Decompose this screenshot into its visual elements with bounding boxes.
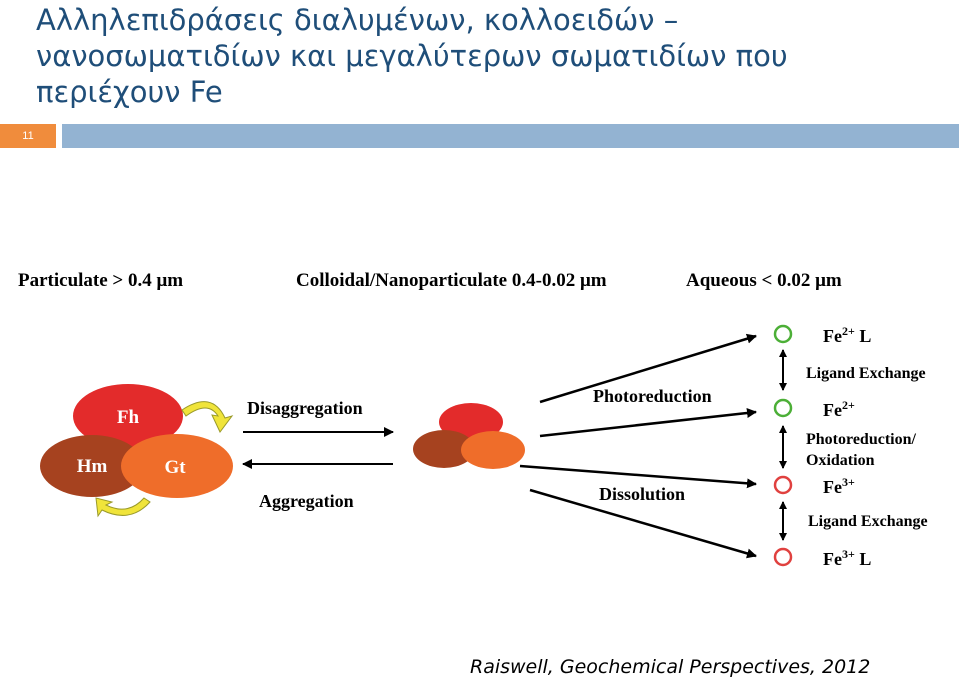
exchange-label: Photoreduction/ [806,431,916,448]
aggregation-label: Aggregation [259,491,354,511]
slide-number: 11 [0,124,56,148]
species-fe2-ligand: Fe2+ L [773,324,871,346]
fh-label: Fh [117,407,140,428]
fh-particle [73,384,183,448]
size-class-colloidal: Colloidal/Nanoparticulate 0.4-0.02 μm [296,270,607,291]
dissolution-label: Dissolution [599,484,685,504]
exchange-label: Ligand Exchange [808,513,928,530]
size-class-aqueous: Aqueous < 0.02 μm [686,270,842,291]
hm-colloid [413,430,475,468]
gt-colloid [461,431,525,469]
cycle-arrow-icon [181,401,234,433]
gt-particle [121,434,233,498]
dissolution-arrow [519,464,757,489]
title-line: περιέχουν Fe [36,75,223,109]
slide-title: Αλληλεπιδράσεις διαλυμένων, κολλοειδών –… [36,2,936,110]
svg-text:Fe3+: Fe3+ [823,475,855,497]
svg-text:Fe3+ L: Fe3+ L [823,547,871,569]
exchange-label: Oxidation [806,452,875,469]
title-line: Αλληλεπιδράσεις διαλυμένων, κολλοειδών – [36,3,679,37]
citation: Raiswell, Geochemical Perspectives, 2012 [470,656,871,678]
svg-text:Fe2+: Fe2+ [823,398,855,420]
iron-partitioning-diagram: Particulate > 0.4 μm Colloidal/Nanoparti… [18,270,928,569]
species-fe3-ligand: Fe3+ L [773,547,871,569]
species-fe2: Fe2+ [773,398,855,420]
title-line: νανοσωματιδίων και μεγαλύτερων σωματιδίω… [36,39,788,73]
cycle-arrow-icon [95,497,151,518]
svg-text:Fe2+ L: Fe2+ L [823,324,871,346]
photoreduction-label: Photoreduction [593,386,712,406]
exchange-label: Ligand Exchange [806,365,926,382]
header-bar [62,124,959,148]
hm-label: Hm [77,456,108,477]
size-class-particulate: Particulate > 0.4 μm [18,270,183,291]
gt-label: Gt [164,457,186,478]
hm-particle [40,435,144,497]
dissolution-arrow [529,488,757,559]
species-fe3: Fe3+ [773,475,855,497]
disaggregation-label: Disaggregation [247,398,363,418]
photoreduction-arrow [539,333,757,404]
photoreduction-arrow [539,408,757,438]
